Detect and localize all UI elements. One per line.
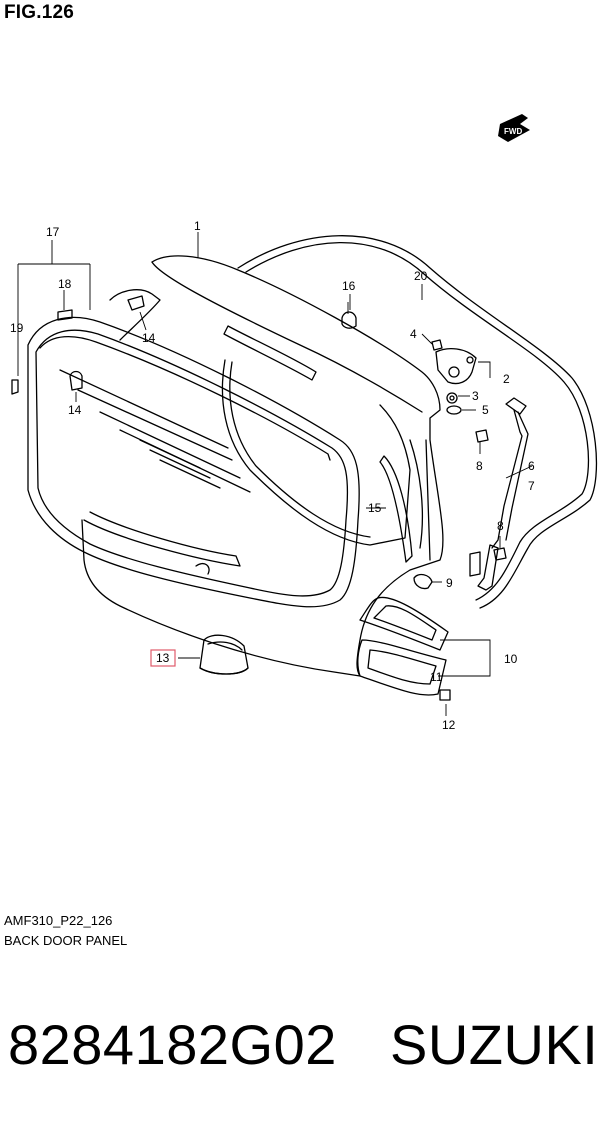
callout-20: 20	[414, 269, 428, 283]
callout-10: 10	[504, 652, 518, 666]
stop-lamp-slot	[223, 325, 317, 381]
callout-5: 5	[482, 403, 489, 417]
callout-13-box	[150, 649, 176, 667]
door-panel	[81, 255, 444, 677]
figure-code: AMF310_P22_126	[4, 913, 113, 928]
callout-18: 18	[58, 277, 72, 291]
fwd-badge: FWD	[498, 114, 530, 142]
back-door-glass-inner	[35, 329, 349, 597]
license-garnish-upper	[359, 596, 449, 651]
damper-stay	[505, 397, 527, 415]
callout-12: 12	[442, 718, 456, 732]
callout-4: 4	[410, 327, 417, 341]
callout-17: 17	[46, 225, 60, 239]
clip-14-upper	[127, 295, 145, 311]
callout-15: 15	[368, 501, 382, 515]
callout-8-lower: 8	[497, 519, 504, 533]
brand-name: SUZUKI	[390, 1013, 599, 1076]
callout-3: 3	[472, 389, 479, 403]
callout-11: 11	[430, 670, 443, 684]
door-stopper	[413, 573, 433, 590]
callout-19: 19	[10, 321, 24, 335]
callout-2: 2	[503, 372, 510, 386]
back-door-glass	[27, 316, 360, 608]
callout-16: 16	[342, 279, 356, 293]
clip-14-lower	[69, 370, 83, 391]
door-top-ridge	[151, 261, 423, 413]
side-garnish	[379, 455, 413, 563]
part-number: 8284182G02	[8, 1013, 337, 1076]
license-garnish-lower	[357, 639, 447, 696]
spoiler	[109, 289, 161, 341]
callout-7: 7	[528, 479, 535, 493]
door-window-frame	[221, 359, 411, 546]
part-18	[57, 309, 73, 321]
callout-8-upper: 8	[476, 459, 483, 473]
weatherstrip	[237, 235, 598, 609]
callout-14-upper: 14	[142, 331, 156, 345]
part-19	[11, 379, 19, 395]
callout-9: 9	[446, 576, 453, 590]
figure-caption: BACK DOOR PANEL	[4, 933, 128, 948]
hinge	[435, 347, 477, 385]
callout-13: 13	[156, 651, 170, 665]
clip-16	[341, 311, 357, 329]
fwd-label: FWD	[504, 127, 522, 136]
callout-6: 6	[528, 459, 535, 473]
back-door-diagram: FWD 1 2 3 4 5 6 7 8	[10, 114, 598, 732]
figure-title: FIG.126	[4, 2, 75, 23]
callout-1: 1	[194, 219, 201, 233]
weatherstrip-inner	[245, 242, 590, 601]
callout-14-lower: 14	[68, 403, 82, 417]
